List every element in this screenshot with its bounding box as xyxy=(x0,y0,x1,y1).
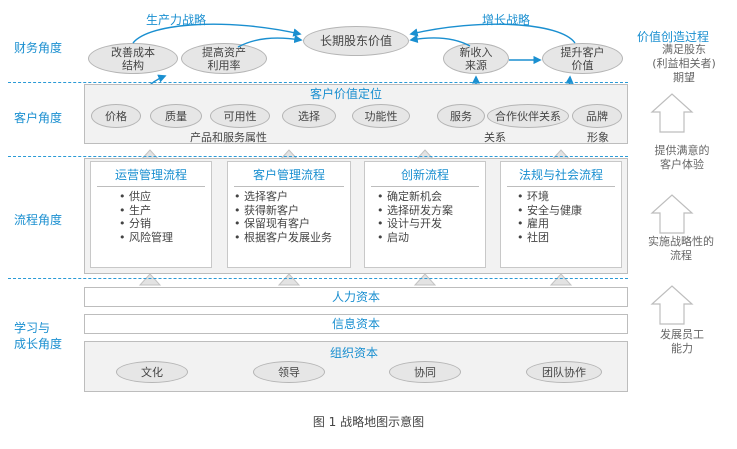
figure-caption: 图 1 战略地图示意图 xyxy=(312,415,425,429)
customer-attr-availability: 可用性 xyxy=(210,104,270,128)
customer-attr-choice: 选择 xyxy=(282,104,336,128)
process-divider xyxy=(507,186,615,187)
process-item: • 供应 xyxy=(119,190,151,203)
label-financial-perspective: 财务角度 xyxy=(14,41,63,55)
organization-capital-title: 组织资本 xyxy=(330,346,379,360)
customer-image-brand: 品牌 xyxy=(572,104,622,128)
process-title-regulatory-social: 法规与社会流程 xyxy=(518,168,603,182)
financial-item-customer-value: 提升客户价值 xyxy=(542,43,623,74)
block-arrow-1 xyxy=(650,93,694,133)
org-item-alignment: 协同 xyxy=(389,361,461,383)
process-item: • 风险管理 xyxy=(119,230,173,244)
arrow-cost-to-goal xyxy=(132,23,302,44)
process-title-customer-management: 客户管理流程 xyxy=(252,168,325,182)
customer-rel-partnership: 合作伙伴关系 xyxy=(487,104,569,128)
process-divider xyxy=(234,186,344,187)
process-divider xyxy=(371,186,479,187)
strategy-productivity: 生产力战略 xyxy=(146,13,207,27)
process-item: • 启动 xyxy=(377,230,409,244)
financial-item-asset-utilization: 提高资产利用率 xyxy=(181,43,267,74)
process-item: • 生产 xyxy=(119,203,151,217)
process-box-innovation: 创新流程 • 确定新机会 • 选择研发方案 • 设计与开发 • 启动 xyxy=(364,161,486,268)
org-item-culture: 文化 xyxy=(116,361,188,383)
customer-label-relationship: 关系 xyxy=(484,131,506,144)
arrow-custvalue-to-goal xyxy=(409,23,576,44)
financial-item-line: 来源 xyxy=(465,58,487,72)
label-learning-line1: 学习与 xyxy=(14,321,51,335)
arrow-asset-to-goal xyxy=(237,34,303,48)
customer-label-attributes: 产品和服务属性 xyxy=(190,131,267,144)
customer-attr-functionality: 功能性 xyxy=(352,104,410,128)
value-process-line: 期望 xyxy=(673,71,695,84)
value-process-line: 客户体验 xyxy=(660,158,704,171)
up-arrows-learning-to-process xyxy=(138,273,573,286)
process-item: • 获得新客户 xyxy=(234,203,299,217)
financial-item-line: 提高资产 xyxy=(202,45,246,59)
process-title-operations: 运营管理流程 xyxy=(114,168,187,182)
value-process-step3: 发展员工 能力 xyxy=(640,328,724,356)
process-item: • 保留现有客户 xyxy=(234,217,310,230)
process-item: • 选择客户 xyxy=(234,190,288,203)
org-item-teamwork: 团队协作 xyxy=(526,361,602,383)
process-item: • 环境 xyxy=(517,190,549,203)
separator-process-learning xyxy=(8,278,628,279)
financial-item-line: 新收入 xyxy=(459,45,493,59)
value-process-line: 满足股东 xyxy=(662,43,706,56)
process-list-regulatory-social: • 环境 • 安全与健康 • 雇用 • 社团 xyxy=(517,190,582,244)
separator-financial-customer xyxy=(8,82,628,83)
process-item: • 设计与开发 xyxy=(377,217,442,230)
value-process-title: 价值创造过程 xyxy=(637,30,710,44)
financial-item-line: 价值 xyxy=(571,58,594,72)
financial-item-new-revenue: 新收入来源 xyxy=(443,43,509,74)
value-process-step2: 实施战略性的 流程 xyxy=(636,235,726,263)
value-process-line: 实施战略性的 xyxy=(648,235,714,248)
block-arrow-2 xyxy=(650,194,694,234)
label-learning-perspective: 学习与 成长角度 xyxy=(14,320,62,352)
value-process-line: 流程 xyxy=(670,249,692,262)
goal-long-term-shareholder-value: 长期股东价值 xyxy=(303,26,409,56)
information-capital-bar: 信息资本 xyxy=(84,314,628,334)
process-item: • 选择研发方案 xyxy=(377,203,453,217)
process-list-innovation: • 确定新机会 • 选择研发方案 • 设计与开发 • 启动 xyxy=(377,190,453,244)
process-item: • 分销 xyxy=(119,217,151,230)
process-box-customer-management: 客户管理流程 • 选择客户 • 获得新客户 • 保留现有客户 • 根据客户发展业… xyxy=(227,161,351,268)
label-customer-perspective: 客户角度 xyxy=(14,111,63,125)
org-item-leadership: 领导 xyxy=(253,361,325,383)
process-item: • 安全与健康 xyxy=(517,203,582,217)
process-title-innovation: 创新流程 xyxy=(400,168,449,182)
financial-item-line: 改善成本 xyxy=(111,45,155,59)
process-item: • 社团 xyxy=(517,230,549,244)
value-process-line: 能力 xyxy=(671,342,693,355)
process-item: • 确定新机会 xyxy=(377,190,442,203)
value-process-step1: 提供满意的 客户体验 xyxy=(640,144,724,172)
label-process-perspective: 流程角度 xyxy=(14,213,63,227)
value-process-line: 发展员工 xyxy=(660,328,704,341)
process-divider xyxy=(97,186,205,187)
process-box-operations: 运营管理流程 • 供应 • 生产 • 分销 • 风险管理 xyxy=(90,161,212,268)
process-list-operations: • 供应 • 生产 • 分销 • 风险管理 xyxy=(119,190,173,244)
financial-item-cost-structure: 改善成本结构 xyxy=(88,43,178,74)
process-box-regulatory-social: 法规与社会流程 • 环境 • 安全与健康 • 雇用 • 社团 xyxy=(500,161,622,268)
process-item: • 雇用 xyxy=(517,217,549,230)
financial-item-line: 结构 xyxy=(122,58,144,72)
financial-item-line: 利用率 xyxy=(207,58,241,72)
customer-value-title: 客户价值定位 xyxy=(310,87,383,101)
process-list-customer-management: • 选择客户 • 获得新客户 • 保留现有客户 • 根据客户发展业务 xyxy=(234,190,332,244)
customer-attr-price: 价格 xyxy=(91,104,141,128)
arrow-revenue-to-goal xyxy=(409,34,471,47)
customer-label-image: 形象 xyxy=(587,131,609,144)
process-item: • 根据客户发展业务 xyxy=(234,230,332,244)
value-process-arrows xyxy=(650,93,694,325)
value-process-top: 满足股东 (利益相关者) 期望 xyxy=(643,43,725,85)
value-process-line: 提供满意的 xyxy=(654,144,710,157)
financial-item-line: 提升客户 xyxy=(560,45,605,59)
block-arrow-3 xyxy=(650,285,694,325)
customer-rel-service: 服务 xyxy=(437,104,485,128)
label-learning-line2: 成长角度 xyxy=(14,337,63,351)
human-capital-bar: 人力资本 xyxy=(84,287,628,307)
value-process-line: (利益相关者) xyxy=(652,57,716,70)
customer-attr-quality: 质量 xyxy=(150,104,202,128)
separator-customer-process xyxy=(8,156,628,157)
